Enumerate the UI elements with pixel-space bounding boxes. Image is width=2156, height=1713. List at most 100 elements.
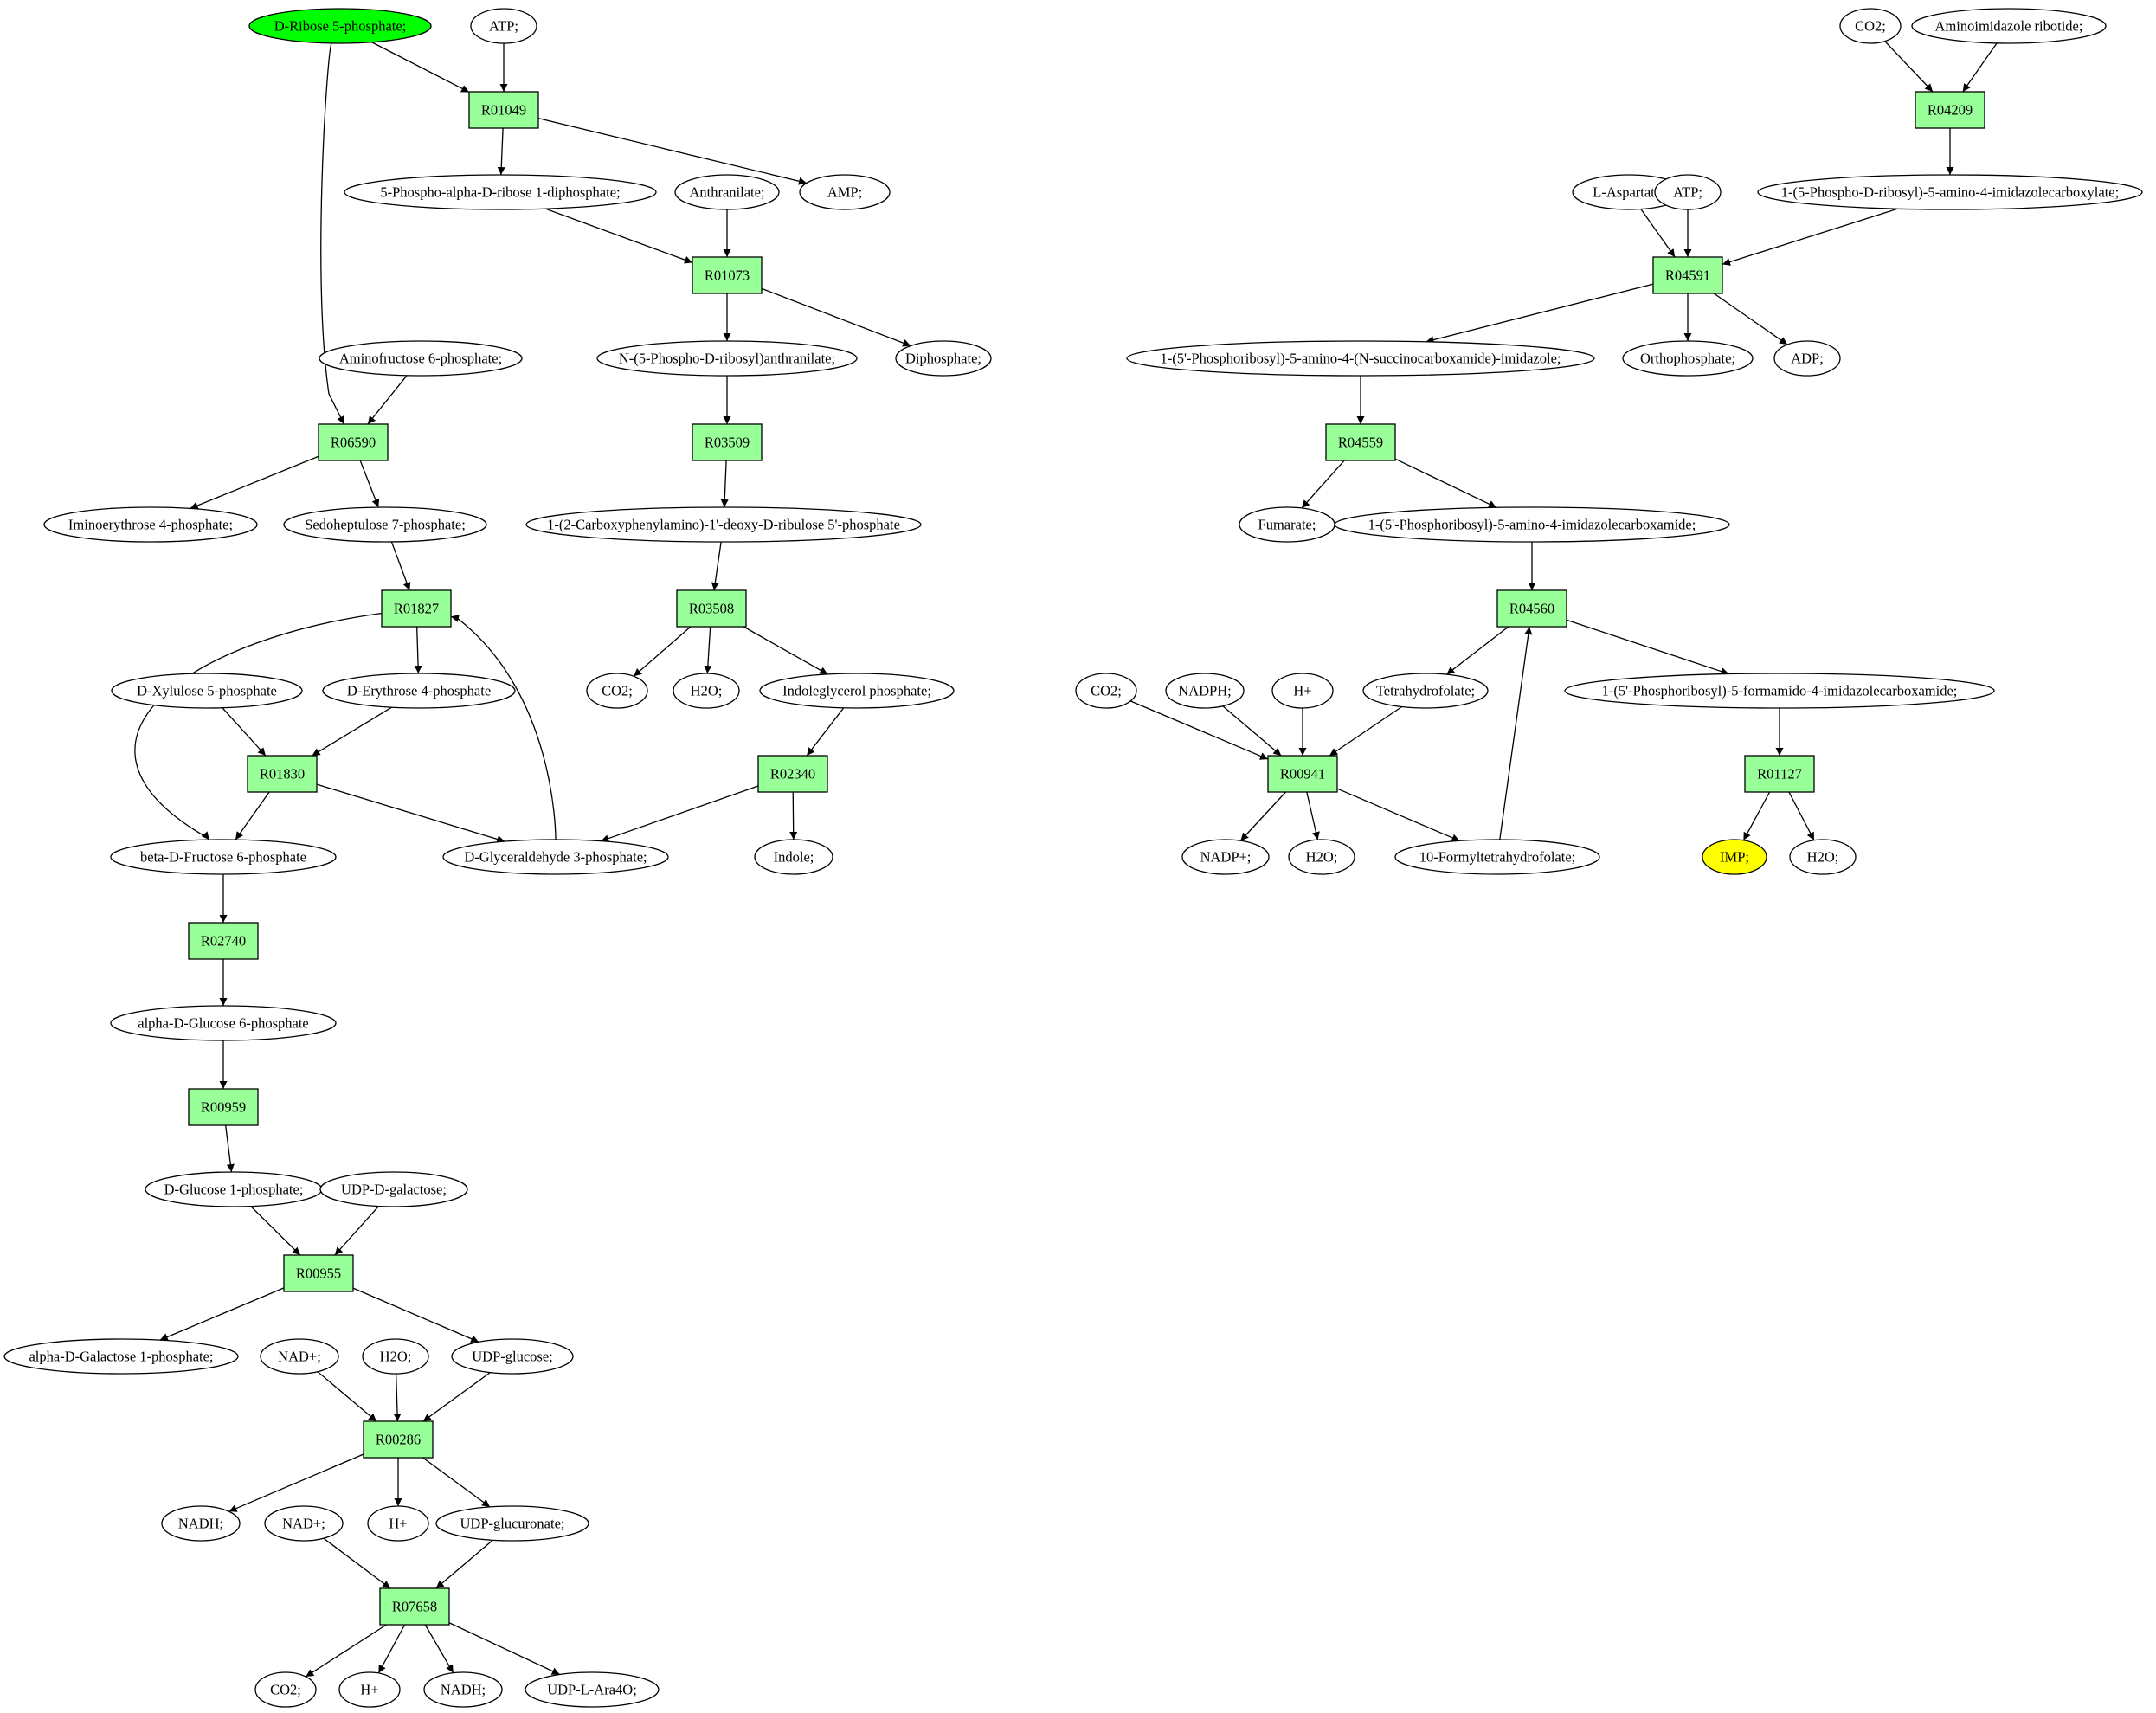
reaction-node-R07658[interactable]: R07658 xyxy=(379,1587,450,1626)
compound-node-ie4p[interactable]: Iminoerythrose 4-phosphate; xyxy=(43,506,258,543)
edge-nad2-to-R07658 xyxy=(323,1537,391,1589)
compound-node-aicar[interactable]: 1-(5'-Phosphoribosyl)-5-amino-4-imidazol… xyxy=(1334,506,1730,543)
compound-node-npra[interactable]: N-(5-Phospho-D-ribosyl)anthranilate; xyxy=(596,340,858,377)
reaction-node-R01127[interactable]: R01127 xyxy=(1744,755,1815,793)
reaction-node-R01830[interactable]: R01830 xyxy=(247,755,318,793)
compound-node-h2od[interactable]: H2O; xyxy=(1789,839,1857,875)
compound-node-h2oc[interactable]: H2O; xyxy=(1288,839,1355,875)
compound-node-amp[interactable]: AMP; xyxy=(799,174,891,210)
compound-node-h2oa[interactable]: H2O; xyxy=(673,673,740,709)
compound-ellipse xyxy=(264,1505,344,1542)
compound-node-amf6p[interactable]: Aminofructose 6-phosphate; xyxy=(319,340,523,377)
edge-R00955-to-gal1p xyxy=(159,1287,285,1341)
edge-R01827-to-f6p xyxy=(134,612,383,840)
edge-rib5p-to-R01049 xyxy=(371,42,470,93)
compound-node-pi[interactable]: Orthophosphate; xyxy=(1622,340,1754,377)
compound-node-fthf[interactable]: 10-Formyltetrahydrofolate; xyxy=(1394,839,1600,875)
compound-node-gal1p[interactable]: alpha-D-Galactose 1-phosphate; xyxy=(3,1338,239,1375)
compound-node-nadh1[interactable]: NADH; xyxy=(161,1505,241,1542)
edge-R01049-to-prpp xyxy=(497,127,505,176)
reaction-box xyxy=(757,755,828,793)
compound-node-nadp[interactable]: NADP+; xyxy=(1181,839,1270,875)
compound-node-hp1[interactable]: H+ xyxy=(367,1505,429,1542)
compound-node-hp2[interactable]: H+ xyxy=(338,1671,401,1708)
compound-node-nadh2[interactable]: NADH; xyxy=(423,1671,503,1708)
reaction-box xyxy=(692,256,763,294)
compound-node-udpglc[interactable]: UDP-glucose; xyxy=(451,1338,574,1375)
compound-node-g1p[interactable]: D-Glucose 1-phosphate; xyxy=(145,1171,323,1207)
compound-node-dip[interactable]: Diphosphate; xyxy=(895,340,992,377)
node-label: alpha-D-Galactose 1-phosphate; xyxy=(29,1349,213,1365)
compound-node-co2b[interactable]: CO2; xyxy=(254,1671,317,1708)
compound-node-prpp[interactable]: 5-Phospho-alpha-D-ribose 1-diphosphate; xyxy=(344,174,657,210)
reaction-node-R03509[interactable]: R03509 xyxy=(692,423,763,461)
reaction-node-R01049[interactable]: R01049 xyxy=(468,91,539,129)
compound-node-rib5p[interactable]: D-Ribose 5-phosphate; xyxy=(248,8,432,44)
compound-node-s7p[interactable]: Sedoheptulose 7-phosphate; xyxy=(283,506,487,543)
compound-ellipse xyxy=(596,340,858,377)
reaction-node-R02340[interactable]: R02340 xyxy=(757,755,828,793)
reaction-node-R04209[interactable]: R04209 xyxy=(1915,91,1985,129)
compound-node-faicar[interactable]: 1-(5'-Phosphoribosyl)-5-formamido-4-imid… xyxy=(1564,673,1995,709)
compound-node-h2ob[interactable]: H2O; xyxy=(362,1338,429,1375)
compound-node-co2d[interactable]: CO2; xyxy=(1075,673,1137,709)
compound-node-indole[interactable]: Indole; xyxy=(754,839,833,875)
compound-node-nad1[interactable]: NAD+; xyxy=(260,1338,339,1375)
reaction-node-R00955[interactable]: R00955 xyxy=(283,1254,354,1292)
reaction-node-R03508[interactable]: R03508 xyxy=(676,589,747,628)
reaction-node-R00941[interactable]: R00941 xyxy=(1267,755,1338,793)
node-label: beta-D-Fructose 6-phosphate xyxy=(140,849,306,866)
compound-node-anth[interactable]: Anthranilate; xyxy=(674,174,780,210)
reaction-node-R00286[interactable]: R00286 xyxy=(363,1420,434,1459)
edge-R04560-to-faicar xyxy=(1566,619,1729,675)
compound-node-f6p[interactable]: beta-D-Fructose 6-phosphate xyxy=(110,839,337,875)
compound-node-nad2[interactable]: NAD+; xyxy=(264,1505,344,1542)
compound-node-igp[interactable]: Indoleglycerol phosphate; xyxy=(759,673,955,709)
compound-ellipse xyxy=(1181,839,1270,875)
edge-udpglc-to-R00286 xyxy=(422,1372,491,1422)
node-label: N-(5-Phospho-D-ribosyl)anthranilate; xyxy=(619,351,835,367)
compound-node-e4p[interactable]: D-Erythrose 4-phosphate xyxy=(322,673,516,709)
compound-ellipse xyxy=(319,1171,468,1207)
compound-node-atp2[interactable]: ATP; xyxy=(1654,174,1722,210)
node-label: R07658 xyxy=(392,1599,437,1615)
node-label: UDP-glucuronate; xyxy=(460,1516,565,1532)
compound-ellipse xyxy=(759,673,955,709)
compound-node-fum[interactable]: Fumarate; xyxy=(1239,506,1335,543)
compound-node-thf[interactable]: Tetrahydrofolate; xyxy=(1362,673,1489,709)
node-label: D-Erythrose 4-phosphate xyxy=(347,683,491,699)
edge-R00286-to-nadh1 xyxy=(228,1453,364,1512)
compound-node-adp[interactable]: ADP; xyxy=(1773,340,1841,377)
compound-node-udpgal[interactable]: UDP-D-galactose; xyxy=(319,1171,468,1207)
compound-node-co2a[interactable]: CO2; xyxy=(586,673,648,709)
reaction-node-R01827[interactable]: R01827 xyxy=(381,589,452,628)
compound-node-g3p[interactable]: D-Glyceraldehyde 3-phosphate; xyxy=(442,839,669,875)
compound-node-nadph[interactable]: NADPH; xyxy=(1165,673,1245,709)
reaction-node-R06590[interactable]: R06590 xyxy=(318,423,389,461)
edge-udpgla-to-R07658 xyxy=(435,1539,493,1589)
compound-node-hp3[interactable]: H+ xyxy=(1271,673,1334,709)
compound-node-co2c[interactable]: CO2; xyxy=(1839,8,1902,44)
reaction-box xyxy=(1496,589,1567,628)
node-label: D-Ribose 5-phosphate; xyxy=(274,18,407,35)
compound-node-cair[interactable]: 1-(5-Phospho-D-ribosyl)-5-amino-4-imidaz… xyxy=(1757,174,2143,210)
compound-node-udpgla[interactable]: UDP-glucuronate; xyxy=(435,1505,589,1542)
reaction-node-R00959[interactable]: R00959 xyxy=(188,1088,259,1126)
node-label: R04559 xyxy=(1338,435,1383,451)
compound-ellipse xyxy=(673,673,740,709)
compound-node-air[interactable]: Aminoimidazole ribotide; xyxy=(1911,8,2107,44)
node-label: R03509 xyxy=(705,435,750,451)
reaction-node-R02740[interactable]: R02740 xyxy=(188,922,259,960)
reaction-node-R04559[interactable]: R04559 xyxy=(1325,423,1396,461)
reaction-node-R04560[interactable]: R04560 xyxy=(1496,589,1567,628)
node-label: NAD+; xyxy=(278,1349,321,1365)
compound-node-atp1[interactable]: ATP; xyxy=(470,8,537,44)
reaction-node-R01073[interactable]: R01073 xyxy=(692,256,763,294)
compound-node-xu5p[interactable]: D-Xylulose 5-phosphate xyxy=(111,673,303,709)
compound-node-g6p[interactable]: alpha-D-Glucose 6-phosphate xyxy=(110,1005,337,1041)
compound-node-saicar[interactable]: 1-(5'-Phosphoribosyl)-5-amino-4-(N-succi… xyxy=(1126,340,1595,377)
compound-node-cdrp[interactable]: 1-(2-Carboxyphenylamino)-1'-deoxy-D-ribu… xyxy=(525,506,922,543)
reaction-node-R04591[interactable]: R04591 xyxy=(1652,256,1723,294)
compound-node-udpara[interactable]: UDP-L-Ara4O; xyxy=(525,1671,660,1708)
compound-node-imp[interactable]: IMP; xyxy=(1702,839,1767,875)
